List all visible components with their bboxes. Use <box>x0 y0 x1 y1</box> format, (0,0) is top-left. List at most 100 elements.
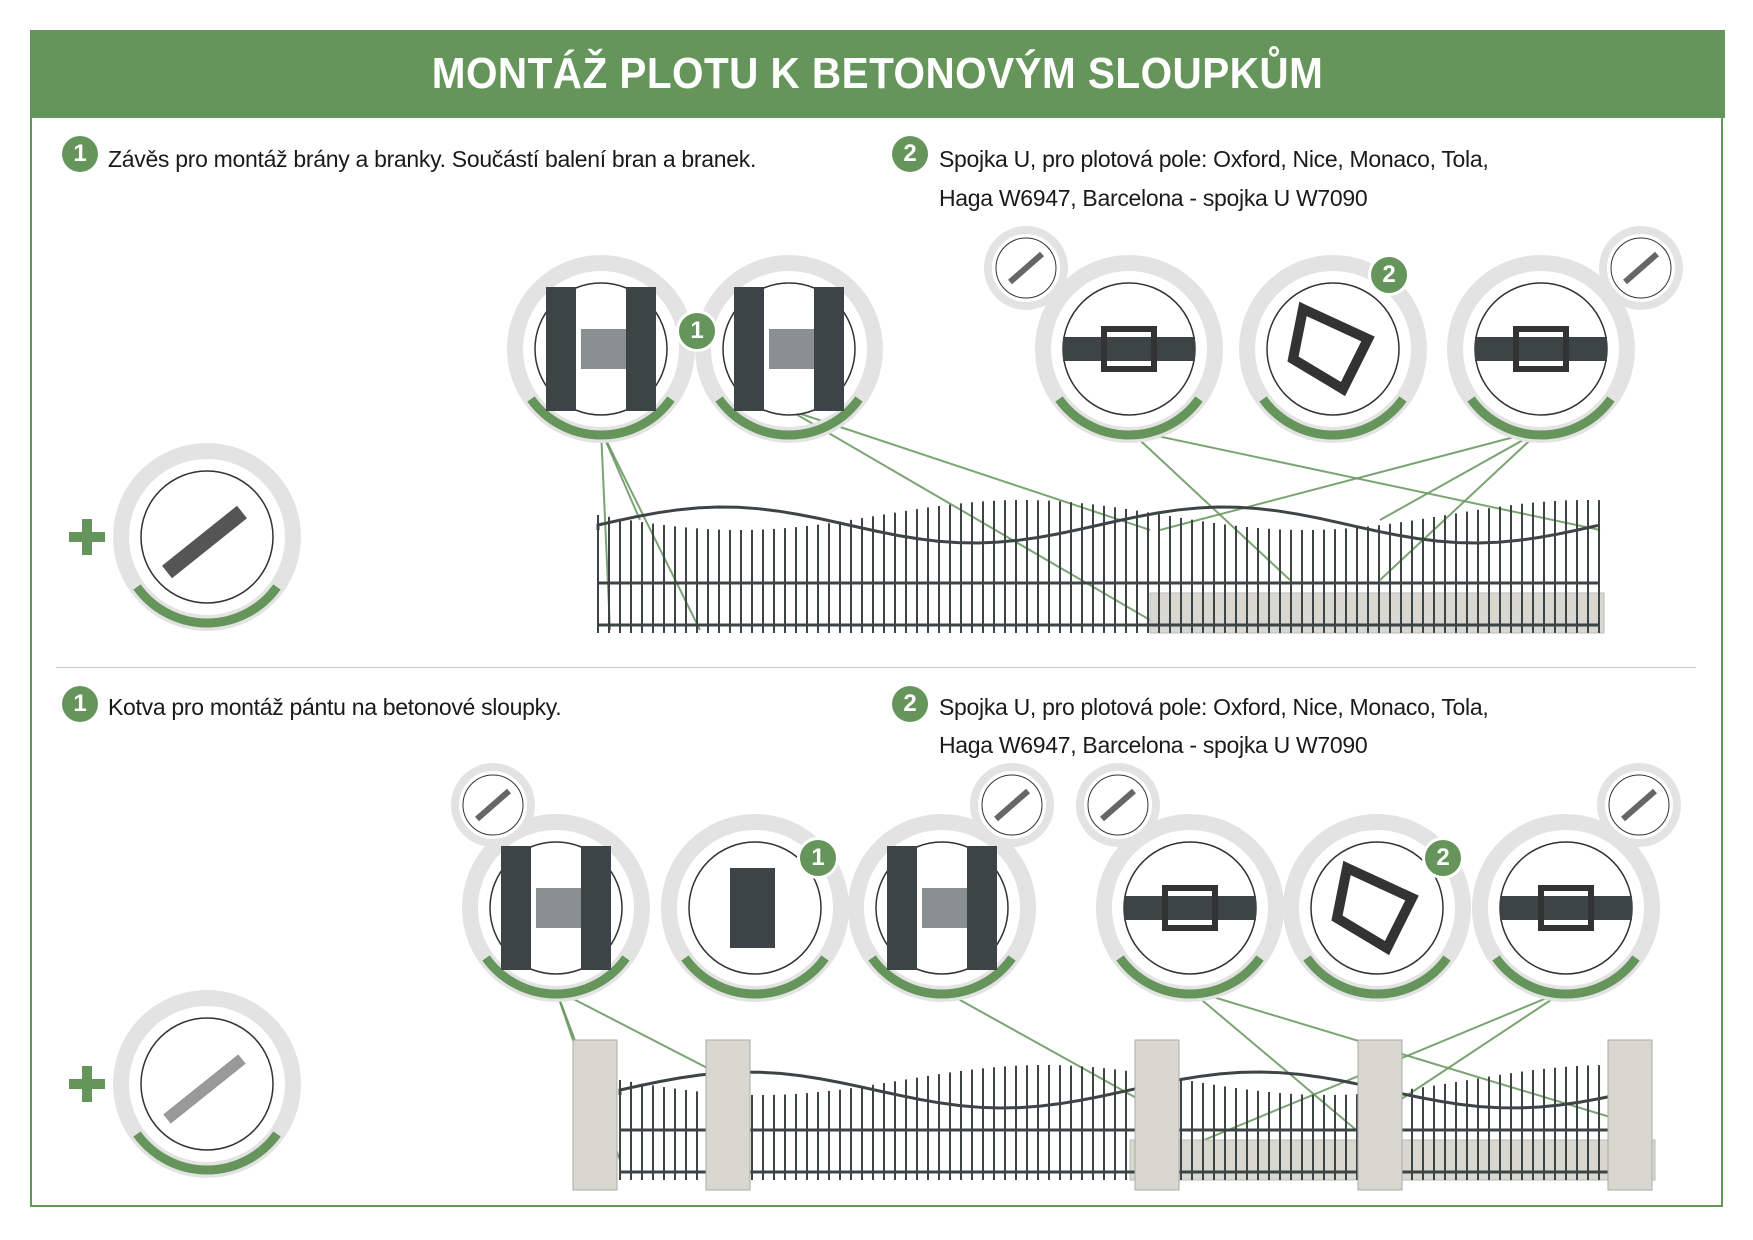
step-badge-2: 2 <box>892 686 928 722</box>
u-clip-icon <box>1513 326 1569 372</box>
screw-icon <box>1623 251 1659 285</box>
small-screw-circle <box>1597 763 1681 847</box>
fence-arch <box>596 505 1599 545</box>
accent-arc <box>1467 396 1615 440</box>
small-screw-circle <box>1599 226 1683 310</box>
concrete-post <box>572 1039 618 1191</box>
screw-icon <box>1008 251 1044 285</box>
u-clip-icon <box>1331 860 1419 956</box>
plus-icon <box>69 1066 105 1102</box>
rail <box>1500 896 1632 920</box>
concrete-post <box>1134 1039 1180 1191</box>
screw-icon <box>994 788 1030 822</box>
page-title: MONTÁŽ PLOTU K BETONOVÝM SLOUPKŮM <box>431 49 1324 98</box>
u-clip-detail <box>1035 255 1223 443</box>
u-clip-detail <box>1096 814 1284 1002</box>
connector-line <box>1128 429 1601 531</box>
hinge-anchor-detail <box>848 814 1036 1002</box>
small-screw-circle <box>1076 763 1160 847</box>
accent-arc <box>715 396 863 440</box>
step-2-text-line2: Haga W6947, Barcelona - spojka U W7090 <box>939 185 1368 211</box>
step-badge-1: 1 <box>62 136 98 172</box>
detail-badge-2: 2 <box>1422 837 1464 879</box>
connector-line <box>600 429 641 521</box>
post <box>626 287 656 411</box>
detail-disc <box>1266 282 1400 416</box>
u-clip-detail <box>1239 255 1427 443</box>
post <box>967 846 997 970</box>
screw-icon <box>1100 788 1136 822</box>
concrete-post <box>705 1039 751 1191</box>
post <box>814 287 844 411</box>
u-clip-detail <box>1472 814 1660 1002</box>
connector-line <box>1159 429 1542 531</box>
hinge-icon <box>581 329 626 369</box>
gate-hinge-detail <box>507 255 695 443</box>
post <box>887 846 917 970</box>
anchor-detail-circle <box>113 990 301 1178</box>
screw-icon <box>162 505 247 579</box>
connector-line <box>1128 429 1291 581</box>
post <box>501 846 531 970</box>
accent-arc <box>1116 955 1264 999</box>
plus-icon <box>69 519 105 555</box>
post <box>734 287 764 411</box>
anchor-plate-detail <box>661 814 849 1002</box>
step-2-text-line1: Spojka U, pro plotová pole: Oxford, Nice… <box>939 146 1489 172</box>
step-badge-1: 1 <box>62 686 98 722</box>
accent-arc <box>133 1131 281 1175</box>
post <box>581 846 611 970</box>
connector-line <box>1379 429 1542 521</box>
step-1-text: Závěs pro montáž brány a branky. Součást… <box>108 146 757 172</box>
screw-detail-circle <box>113 443 301 631</box>
u-clip-detail <box>1283 814 1471 1002</box>
accent-arc <box>1492 955 1640 999</box>
step-2-text-line1: Spojka U, pro plotová pole: Oxford, Nice… <box>939 694 1489 720</box>
u-clip-icon <box>1101 326 1157 372</box>
hinge-icon <box>769 329 814 369</box>
u-clip-icon <box>1162 885 1218 931</box>
fence <box>596 500 1605 634</box>
accent-arc <box>868 955 1016 999</box>
accent-arc <box>1259 396 1407 440</box>
step-2-text-line2: Haga W6947, Barcelona - spojka U W7090 <box>939 732 1368 758</box>
connector-line <box>788 409 1151 531</box>
accent-arc <box>133 584 281 628</box>
hinge-anchor-detail <box>462 814 650 1002</box>
accent-arc <box>482 955 630 999</box>
small-screw-circle <box>970 763 1054 847</box>
connector-line <box>788 409 1151 621</box>
fence-arch <box>618 1070 1641 1110</box>
hinge-icon <box>536 888 581 928</box>
gate-hinge-detail <box>695 255 883 443</box>
detail-badge-2: 2 <box>1368 254 1410 296</box>
connector-line <box>1189 989 1381 1151</box>
hinge-icon <box>922 888 967 928</box>
u-clip-detail <box>1447 255 1635 443</box>
connector-line <box>941 989 1141 1101</box>
concrete-post <box>1607 1039 1653 1191</box>
section-divider <box>56 667 1696 668</box>
concrete-post <box>1357 1039 1403 1191</box>
rail <box>1124 896 1256 920</box>
step-badge-2: 2 <box>892 136 928 172</box>
detail-badge-1: 1 <box>676 310 718 352</box>
anchor-plate-icon <box>730 868 775 948</box>
wall-base <box>1149 592 1605 634</box>
accent-arc <box>681 955 829 999</box>
anchor-icon <box>163 1054 246 1124</box>
small-screw-circle <box>451 763 535 847</box>
post <box>546 287 576 411</box>
step-1-text: Kotva pro montáž pántu na betonové sloup… <box>108 694 562 720</box>
rail <box>1475 337 1607 361</box>
rail <box>1063 337 1195 361</box>
detail-badge-1: 1 <box>797 837 839 879</box>
accent-arc <box>527 396 675 440</box>
connector-line <box>1189 989 1621 1121</box>
connector-line <box>1399 989 1567 1101</box>
title-banner: MONTÁŽ PLOTU K BETONOVÝM SLOUPKŮM <box>30 30 1725 118</box>
u-clip-icon <box>1538 885 1594 931</box>
screw-icon <box>1621 788 1657 822</box>
accent-arc <box>1303 955 1451 999</box>
